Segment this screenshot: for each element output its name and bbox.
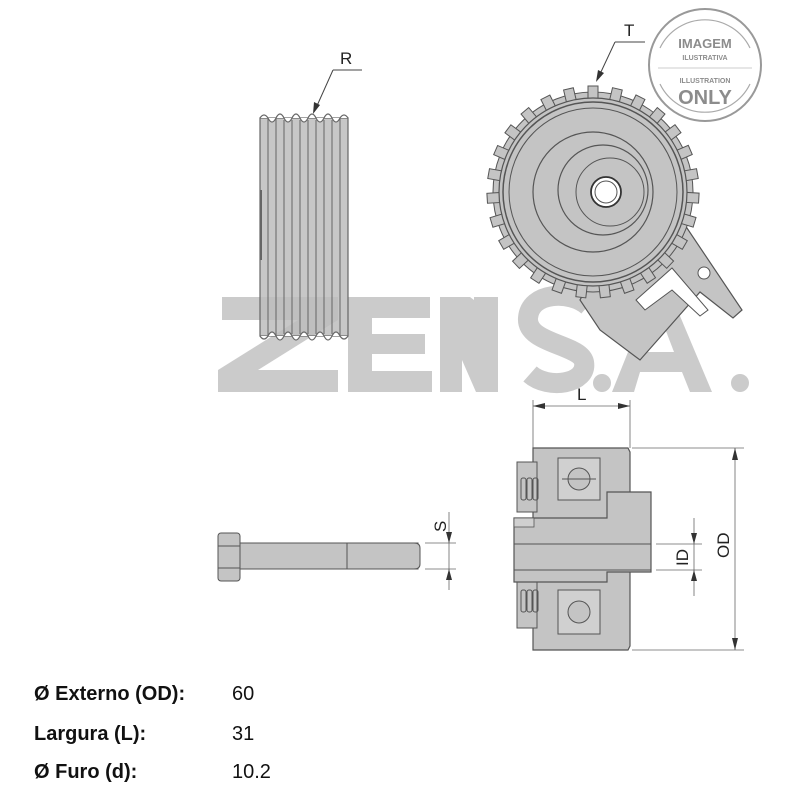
badge-line-1: IMAGEM	[678, 36, 731, 51]
outer-diameter-label: OD	[714, 533, 733, 559]
ribbed-pulley-drawing: R	[259, 49, 362, 341]
spec-label: Ø Externo (OD):	[34, 683, 186, 705]
spec-label: Ø Furo (d):	[34, 761, 138, 783]
spec-label: Largura (L):	[34, 723, 147, 745]
spec-value: 60	[232, 683, 255, 705]
badge-line-3: ILLUSTRATION	[680, 78, 731, 85]
toothed-pulley-drawing: T	[486, 21, 743, 361]
bolt-drawing: S	[217, 512, 456, 590]
illustration-only-badge: IMAGEM ILUSTRATIVA ILLUSTRATION ONLY	[648, 8, 762, 122]
ribbed-pulley-label: R	[340, 49, 352, 68]
spec-value: 10.2	[232, 761, 271, 783]
badge-line-2: ILUSTRATIVA	[682, 55, 727, 62]
width-dimension-label: L	[577, 385, 586, 404]
spec-value: 31	[232, 723, 255, 745]
toothed-pulley-label: T	[624, 21, 634, 40]
pulley-cross-section: L ID	[513, 385, 744, 651]
bolt-dimension-label: S	[431, 521, 450, 532]
inner-diameter-label: ID	[673, 549, 692, 566]
badge-line-4: ONLY	[678, 87, 732, 109]
